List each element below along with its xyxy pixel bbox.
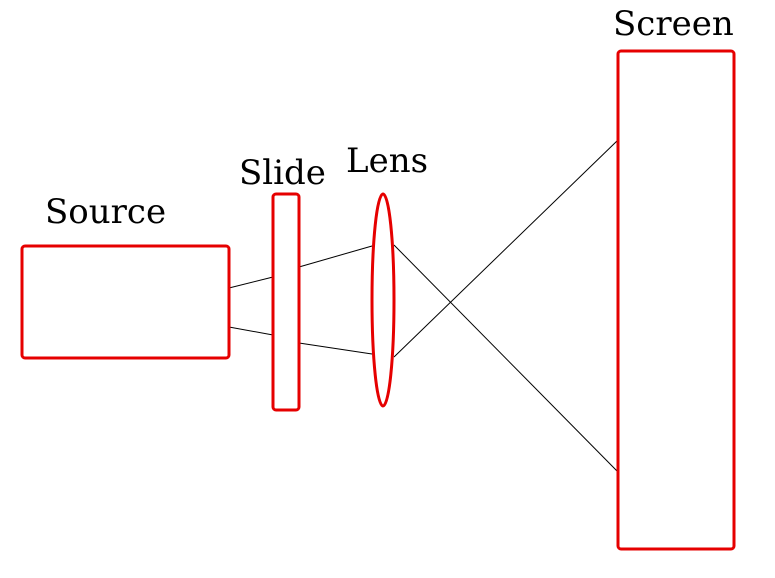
slide-box bbox=[271, 192, 301, 412]
source-label: Source bbox=[45, 192, 166, 232]
ray-source-to-slide-top bbox=[228, 276, 274, 289]
ray-lens-top-to-screen-bottom bbox=[393, 244, 619, 473]
ray-slide-to-lens-top bbox=[298, 245, 373, 268]
slide-label: Slide bbox=[239, 153, 326, 193]
source-box bbox=[20, 244, 231, 360]
ray-slide-to-lens-bottom bbox=[298, 342, 373, 355]
light-rays bbox=[228, 139, 619, 473]
ray-source-to-slide-bottom bbox=[228, 326, 274, 336]
lens-label: Lens bbox=[346, 141, 428, 181]
screen-label: Screen bbox=[613, 4, 734, 44]
screen-box bbox=[616, 49, 736, 551]
lens-shape bbox=[370, 192, 396, 408]
ray-lens-bottom-to-screen-top bbox=[393, 139, 619, 358]
